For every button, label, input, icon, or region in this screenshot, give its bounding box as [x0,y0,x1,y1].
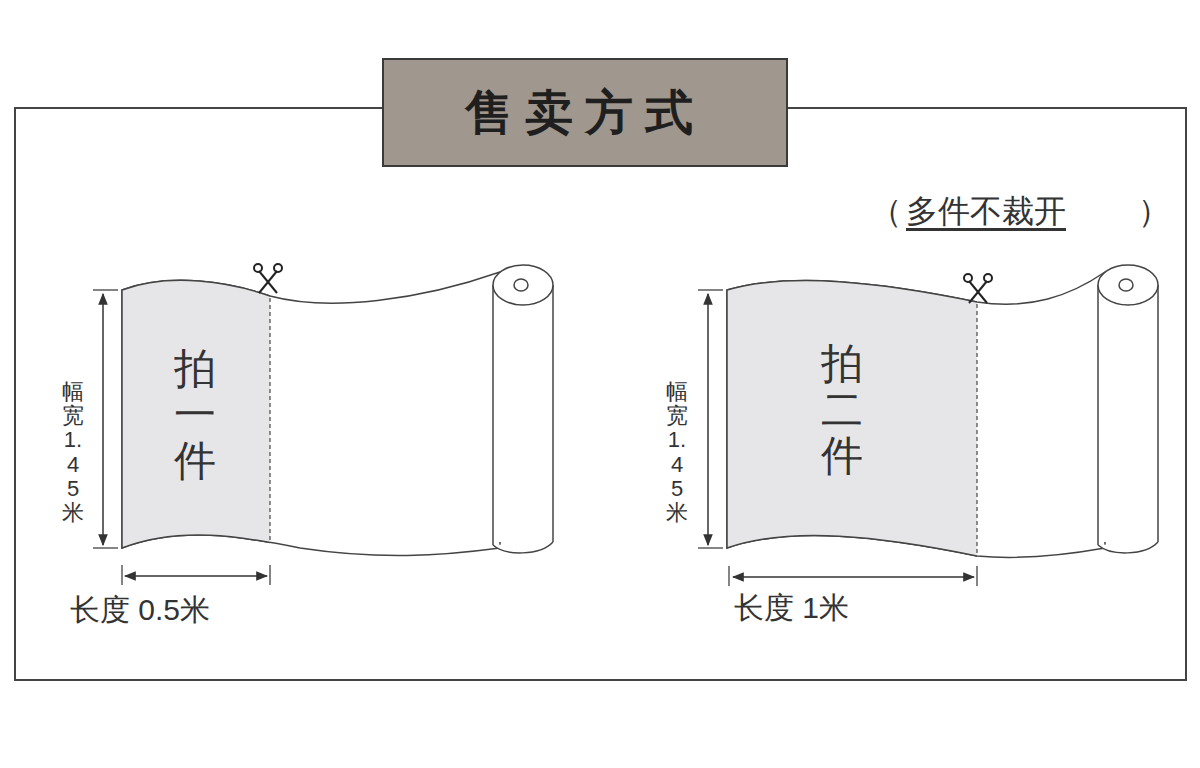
fabric-roll-right [698,265,1158,586]
title-text: 售卖方式 [465,81,705,145]
vertical-label: 拍二件 [821,341,863,480]
note-text: 多件不裁开 [906,190,1066,234]
vertical-label: 拍一件 [174,346,216,485]
fabric-roll-left [93,264,553,585]
frame [15,108,1186,680]
length-dimension: 长度 1米 [734,588,849,629]
paren: （ [870,190,902,234]
title-box: 售卖方式 [382,58,788,167]
width-dimension: 幅宽1.45米 [62,380,84,525]
shaded-region: 拍一件 [150,315,240,515]
shaded-region: 拍二件 [797,310,887,510]
length-dimension: 长度 0.5米 [70,590,210,631]
width-dimension: 幅宽1.45米 [666,380,688,525]
paren: ） [1138,190,1170,234]
